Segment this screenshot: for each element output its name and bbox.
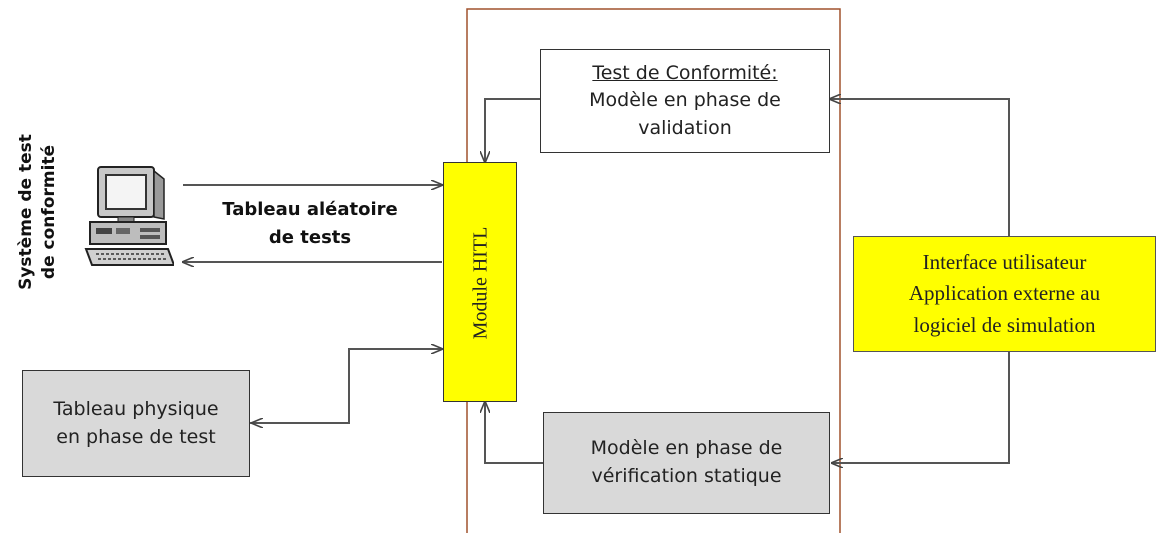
physical-table-line1: Tableau physique: [53, 397, 219, 420]
user-interface-line2: Application externe au: [908, 281, 1101, 306]
user-interface-line1: Interface utilisateur: [922, 249, 1087, 274]
random-table-label: Tableau aléatoire de tests: [190, 196, 430, 252]
conformity-test-line1: Modèle en phase de: [589, 89, 781, 112]
computer-icon: [84, 166, 174, 266]
hitl-module-label: Module HITL: [469, 226, 492, 340]
arrow-interface-to-conformity: [830, 99, 1010, 236]
random-table-line1: Tableau aléatoire: [222, 199, 398, 220]
physical-table-line2: en phase de test: [56, 425, 216, 448]
conformity-test-line2: validation: [638, 116, 732, 139]
conformity-test-box: Test de Conformité: Modèle en phase de v…: [540, 49, 830, 153]
static-verification-line1: Modèle en phase de: [590, 437, 783, 460]
hitl-module: Module HITL: [443, 162, 517, 402]
static-verification-box: Modèle en phase de vérification statique: [543, 412, 830, 514]
arrow-static-to-hitl: [485, 402, 543, 464]
user-interface-box: Interface utilisateur Application extern…: [853, 236, 1156, 352]
arrow-interface-to-static: [832, 352, 1010, 463]
arrow-physical-to-hitl: [250, 349, 442, 424]
random-table-line2: de tests: [268, 226, 352, 248]
user-interface-line3: logiciel de simulation: [913, 312, 1096, 337]
system-label-line2: de conformité: [39, 144, 59, 280]
physical-table-box: Tableau physique en phase de test: [22, 370, 250, 477]
system-label-line1: Système de test: [16, 134, 37, 290]
static-verification-line2: vérification statique: [591, 465, 782, 487]
system-label: Système de test de conformité: [8, 110, 68, 315]
conformity-test-title: Test de Conformité:: [592, 61, 778, 84]
arrow-conformity-to-hitl: [485, 98, 540, 162]
